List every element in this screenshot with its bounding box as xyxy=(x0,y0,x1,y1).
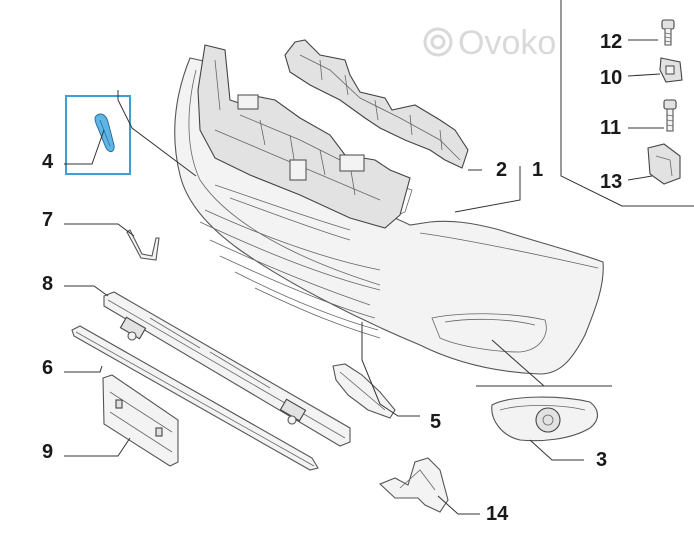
lower-bracket-part[interactable] xyxy=(378,457,449,513)
screw-part-12[interactable] xyxy=(661,19,675,46)
callout-5: 5 xyxy=(430,411,441,433)
callout-12: 12 xyxy=(600,31,622,53)
fog-lamp-part[interactable] xyxy=(491,396,599,442)
callout-14: 14 xyxy=(486,503,509,525)
trim-strip-part[interactable] xyxy=(71,325,319,471)
watermark-text: Ovoko xyxy=(458,24,556,62)
callout-7: 7 xyxy=(42,209,53,231)
callout-6: 6 xyxy=(42,357,53,379)
callout-1: 1 xyxy=(532,159,543,181)
leader-lines xyxy=(64,0,694,515)
bracket-part-13[interactable] xyxy=(647,143,681,185)
callout-3: 3 xyxy=(596,449,607,471)
callout-2: 2 xyxy=(496,159,507,181)
reinforcement-beam-part[interactable] xyxy=(103,291,351,447)
callout-11: 11 xyxy=(600,117,621,139)
license-plate-bracket-part[interactable] xyxy=(102,374,179,467)
callout-4: 4 xyxy=(42,151,54,173)
callout-10: 10 xyxy=(600,67,622,89)
clip-nut-part-10[interactable] xyxy=(659,57,683,83)
bumper-bracket-part[interactable] xyxy=(284,39,469,169)
highlighted-part-4[interactable] xyxy=(65,95,131,175)
highlight-box xyxy=(65,95,131,175)
bolt-part-11[interactable] xyxy=(663,99,677,132)
callout-9: 9 xyxy=(42,441,53,463)
callout-8: 8 xyxy=(42,273,53,295)
callout-13: 13 xyxy=(600,171,622,193)
lower-grille-insert-part[interactable] xyxy=(332,363,396,419)
bumper-inner-frame[interactable] xyxy=(197,44,411,229)
callout-labels: 12 10 11 13 2 1 4 7 8 6 9 5 3 14 xyxy=(42,31,622,525)
watermark-logo: Ovoko xyxy=(423,24,556,62)
